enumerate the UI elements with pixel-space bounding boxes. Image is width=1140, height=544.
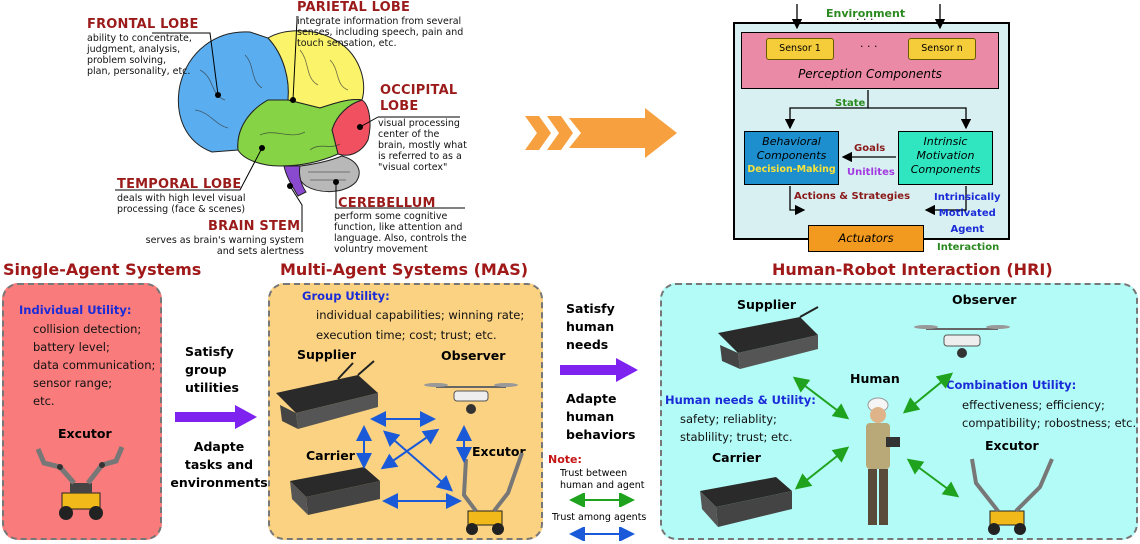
goals-label: Goals <box>854 143 886 154</box>
mas-observer-label: Observer <box>441 348 506 363</box>
mas-excutor-robot <box>461 452 524 535</box>
decision-making-label: Decision-Making <box>747 164 836 175</box>
brain-stem-shape <box>283 165 307 197</box>
purple-arrow-1 <box>175 405 257 429</box>
orange-arrow <box>525 108 677 158</box>
mas-supplier-robot <box>276 360 378 429</box>
hri-excutor-label: Excutor <box>985 438 1039 453</box>
hri-supplier-label: Supplier <box>737 297 797 312</box>
individual-utility-list: collision detection;battery level;data c… <box>33 322 156 408</box>
combination-utility-list: effectiveness; efficiency;compatibility;… <box>962 398 1137 430</box>
state-label: State <box>835 98 866 109</box>
mas-supplier-label: Supplier <box>297 347 357 362</box>
single-excutor-label: Excutor <box>58 426 112 441</box>
environment-dots: · · · <box>856 13 874 26</box>
perception-label: Perception Components <box>798 67 942 81</box>
utilities-label: Unitlites <box>847 167 895 178</box>
mas-excutor-label: Excutor <box>472 444 526 459</box>
human-needs-list: safety; reliablity;stablility; trust; et… <box>680 412 793 444</box>
group-utility-title: Group Utility: <box>302 289 390 303</box>
hri-carrier-label: Carrier <box>712 450 761 465</box>
mas-title: Multi-Agent Systems (MAS) <box>280 260 529 279</box>
actions-strategies-label: Actions & Strategies <box>794 191 911 202</box>
brain-diagram <box>115 16 465 232</box>
hri-observer-label: Observer <box>952 292 1017 307</box>
interaction-label: Interaction <box>937 242 1000 253</box>
cerebellum-title: CEREBELLUM <box>338 196 436 211</box>
temporal-lobe-title: TEMPORAL LOBE <box>117 177 242 192</box>
mas-observer-drone <box>424 383 518 414</box>
note-trust-agents: Trust among agents <box>552 512 647 523</box>
trust-agents-arrow <box>569 527 635 541</box>
hri-human-figure <box>866 397 900 525</box>
frontal-lobe-desc: ability to concentrate,judgment, analysi… <box>87 33 192 77</box>
hri-title: Human-Robot Interaction (HRI) <box>772 260 1053 279</box>
agent-flow-lines <box>784 4 972 252</box>
actuators-box: Actuators <box>808 225 924 252</box>
group-utility-list: individual capabilities; winning rate;ex… <box>316 308 525 342</box>
single-agent-title: Single-Agent Systems <box>3 260 202 279</box>
hri-excutor-robot <box>970 458 1054 535</box>
purple-arrow-2 <box>560 358 638 382</box>
hri-carrier-robot <box>700 477 792 527</box>
mas-carrier-robot <box>290 467 380 515</box>
single-excutor-robot <box>35 446 125 520</box>
environment-label: Environment <box>826 7 906 20</box>
sensor-dots: · · · <box>860 40 878 53</box>
note-title: Note: <box>548 453 582 466</box>
hri-robots <box>700 306 1054 535</box>
combination-utility-title: Combination Utility: <box>946 378 1077 392</box>
brain-stem-title: BRAIN STEM <box>208 219 301 234</box>
human-needs-title: Human needs & Utility: <box>665 393 816 407</box>
parietal-lobe-title: PARIETAL LOBE <box>297 0 411 15</box>
frontal-lobe-title: FRONTAL LOBE <box>87 17 199 32</box>
mas-robots <box>276 360 524 535</box>
trust-human-arrow <box>569 493 635 507</box>
sensor-1: Sensor 1 <box>766 38 834 60</box>
hri-supplier-robot <box>718 306 819 369</box>
temporal-lobe-shape <box>237 99 363 167</box>
hri-human-label: Human <box>850 371 900 386</box>
sensor-n: Sensor n <box>908 38 976 60</box>
individual-utility-title: Individual Utility: <box>19 303 132 317</box>
hri-observer-drone <box>914 325 1010 358</box>
mas-carrier-label: Carrier <box>306 448 355 463</box>
